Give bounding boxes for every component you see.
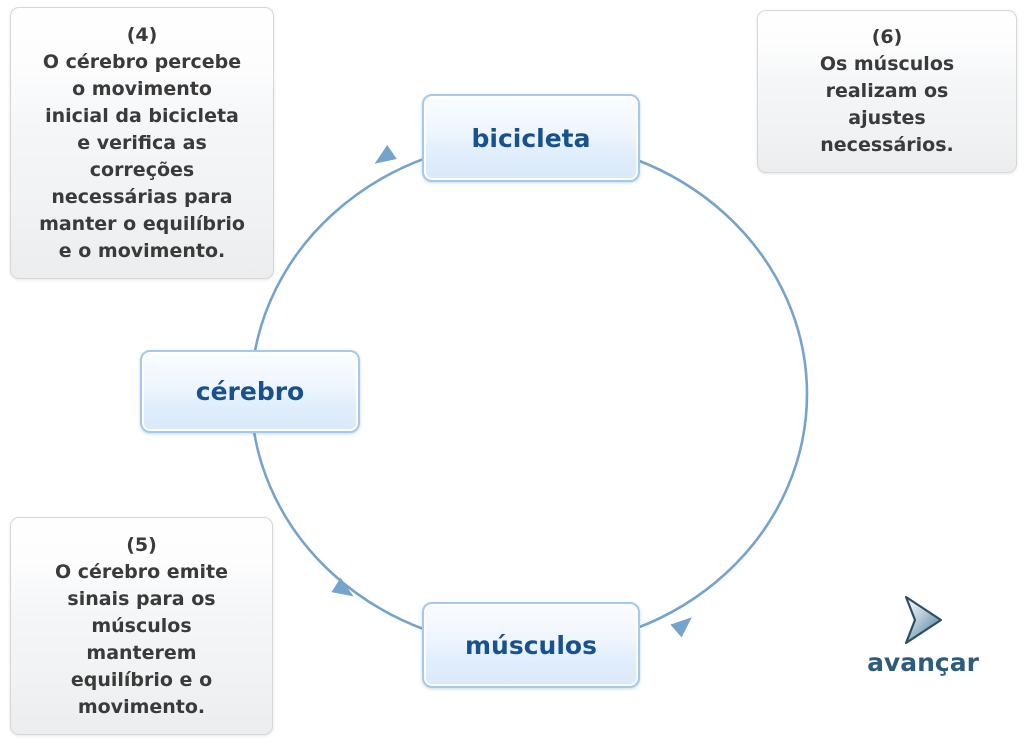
caption-box-4: (4) O cérebro percebe o movimento inicia… [10, 7, 274, 279]
node-cerebro-label: cérebro [195, 377, 305, 406]
cycle-arrowhead-to-bicicleta [670, 617, 692, 638]
node-bicicleta-label: bicicleta [471, 123, 591, 153]
caption-box-5: (5) O cérebro emite sinais para os múscu… [10, 517, 273, 735]
cycle-arrowhead-to-musculos [331, 577, 354, 597]
advance-arrow-icon [904, 595, 943, 645]
caption-4-number: (4) [126, 23, 158, 46]
node-musculos-label: músculos [465, 630, 597, 660]
caption-box-6: (6) Os músculos realizam os ajustes nece… [757, 10, 1017, 173]
caption-5-text: O cérebro emite sinais para os músculos … [55, 560, 228, 718]
node-bicicleta: bicicleta [422, 94, 640, 182]
node-musculos: músculos [422, 602, 640, 688]
node-cerebro: cérebro [140, 350, 360, 433]
advance-button[interactable]: avançar [855, 594, 991, 686]
caption-6-number: (6) [871, 26, 903, 48]
caption-5-number: (5) [126, 533, 157, 556]
caption-4-text: O cérebro percebe o movimento inicial da… [39, 50, 245, 262]
advance-label: avançar [867, 648, 979, 677]
cycle-arrowhead-to-cerebro [374, 144, 397, 164]
caption-6-text: Os músculos realizam os ajustes necessár… [819, 53, 955, 156]
